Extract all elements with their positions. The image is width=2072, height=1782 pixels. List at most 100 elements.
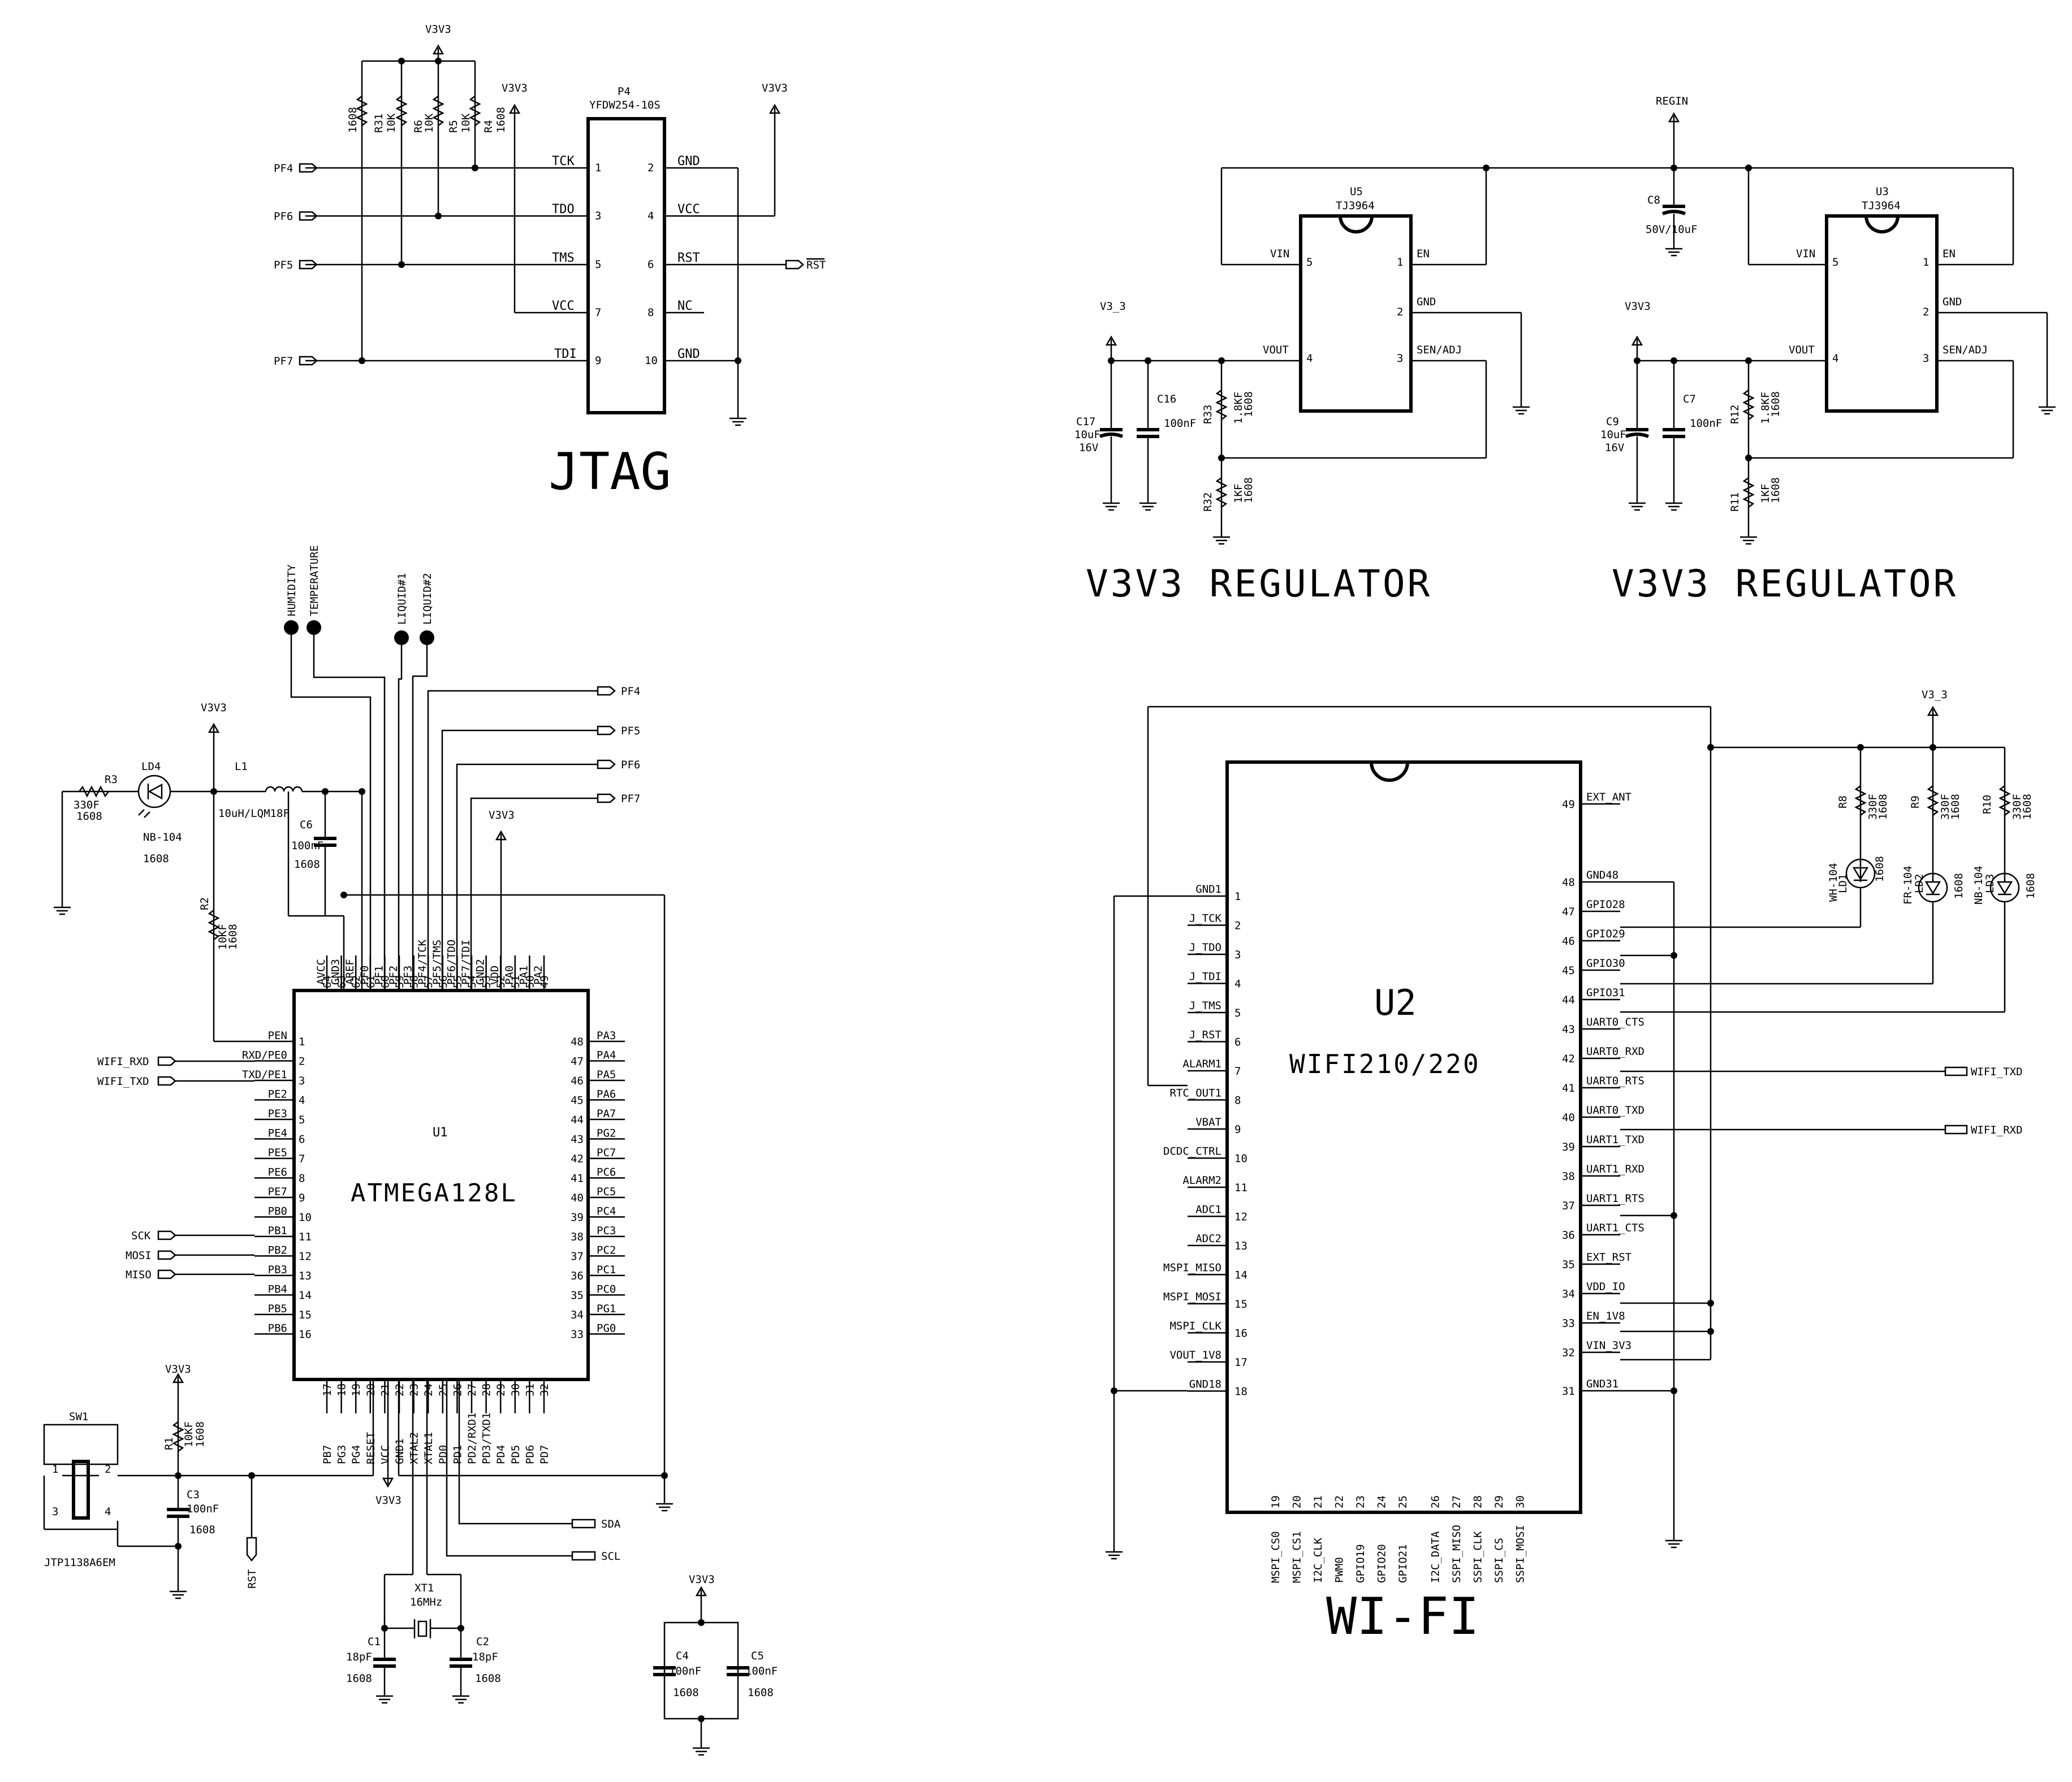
net-label: WIFI_RXD	[1971, 1124, 2023, 1136]
crystal-ref: XT1	[415, 1582, 434, 1594]
res-pkg: 1608	[1949, 794, 1962, 820]
net-label: WIFI_TXD	[1971, 1066, 2023, 1078]
reg-pin-num: 5	[1832, 256, 1838, 269]
jtag-pin-name: GND	[677, 154, 700, 168]
sw-pin: 3	[52, 1506, 58, 1518]
cap-val: 100nF	[669, 1665, 701, 1677]
pin-name: SSPI_MOSI	[1514, 1525, 1527, 1583]
reg-ref: U5	[1350, 185, 1363, 198]
pin-name: DCDC_CTRL	[1163, 1145, 1221, 1158]
wifi-ref: U2	[1374, 982, 1417, 1023]
jtag-pin-name: VCC	[552, 299, 575, 313]
power-arrow	[495, 830, 507, 841]
pin-number: 45	[571, 1095, 584, 1107]
net-label: PF7	[621, 793, 640, 805]
regulator-section: REGIN C8 50V/10uF U5 TJ3964 VIN 5 EN 1 G…	[1074, 95, 2056, 605]
mcu-body	[292, 989, 590, 1381]
rail-label: V3V3	[502, 82, 528, 94]
pin-name: PE7	[268, 1186, 287, 1198]
wifi-bottom-pins: 19MSPI_CS020MSPI_CS121I2C_CLK22PWM023GPI…	[1270, 1495, 1527, 1583]
pin-name: PB3	[268, 1264, 287, 1276]
wifi-module-body	[1225, 760, 1582, 1514]
pin-number: 46	[571, 1075, 584, 1087]
pin-name: GND1	[1195, 883, 1221, 896]
rail-label: V3V3	[489, 809, 515, 821]
cap-ref: C17	[1076, 416, 1095, 428]
pin-name: GND18	[1189, 1378, 1221, 1391]
jtag-pin-name: TDO	[552, 202, 575, 217]
res-ref: R12	[1729, 405, 1741, 424]
pin-number: 44	[1562, 994, 1575, 1006]
pin-number: 42	[571, 1153, 584, 1165]
pin-number: 33	[1562, 1317, 1575, 1330]
pin-name: SSPI_CS	[1493, 1538, 1505, 1583]
res-ref: R8	[1837, 795, 1849, 808]
pin-number: 36	[1562, 1229, 1575, 1242]
jtag-pin-name: GND	[677, 347, 700, 361]
pin-number: 31	[1562, 1385, 1575, 1398]
pin-name: MSPI_CLK	[1169, 1320, 1221, 1333]
inductor-val: 10uH/LQM18F	[218, 807, 290, 820]
pin-name: PA4	[597, 1049, 616, 1062]
pin-number: 41	[1562, 1082, 1575, 1095]
reg-part: TJ3964	[1862, 200, 1901, 212]
pin-name: PA7	[597, 1108, 616, 1120]
pin-name: PC0	[597, 1283, 616, 1296]
reg-pin-num: 4	[1832, 352, 1838, 365]
regulator-body	[1299, 214, 1413, 413]
pin-number: 27	[466, 1383, 478, 1396]
pin-number: 26	[1430, 1495, 1442, 1508]
pin-name: XTAL2	[408, 1432, 421, 1464]
pin-name: PG0	[597, 1322, 616, 1335]
led-ref: LD1	[1837, 874, 1849, 893]
led-part: NB-104	[1972, 866, 1985, 905]
pin-name: PD1	[451, 1445, 464, 1464]
pin-number: 24	[422, 1383, 435, 1396]
pin-name: PF1	[373, 966, 385, 985]
pin-name: PE2	[268, 1088, 287, 1101]
wifi-section: U2 WIFI210/220 1GND12J_TCK3J_TDO4J_TDI5J…	[1106, 689, 2037, 1646]
reg-part: TJ3964	[1336, 200, 1375, 212]
sw-part: JTP1138A6EM	[44, 1556, 115, 1569]
pin-number: 22	[1333, 1495, 1346, 1508]
res-val: 330F	[2011, 794, 2023, 820]
cap-ref: C16	[1157, 393, 1176, 405]
pin-name: J_RST	[1189, 1029, 1221, 1041]
jtag-pin-num: 2	[648, 162, 654, 174]
cap-ref: C3	[187, 1489, 200, 1501]
net-label: MISO	[126, 1269, 152, 1281]
crystal-icon	[385, 1619, 461, 1638]
pin-number: 58	[408, 975, 421, 988]
pin-name: VOUT_1V8	[1169, 1349, 1221, 1361]
rail-label: V3V3	[1625, 300, 1651, 313]
pin-name: PF7/TDI	[460, 940, 472, 985]
pin-number: 5	[299, 1114, 305, 1126]
reg-pin: EN	[1943, 248, 1956, 260]
jtag-pin-num: 10	[645, 354, 658, 367]
jtag-right-pins: 2 4 6 8 10 GND VCC RST NC GND	[645, 154, 786, 367]
net-label: WIFI_TXD	[97, 1075, 149, 1088]
pin-name: PC2	[597, 1244, 616, 1257]
cap-rating: 16V	[1079, 442, 1098, 454]
pin-name: AVCC	[315, 959, 327, 985]
led-pkg: 1608	[1874, 856, 1886, 882]
net-label: PF5	[621, 725, 640, 737]
pin-number: 27	[1451, 1495, 1463, 1508]
pin-number: 32	[1562, 1347, 1575, 1359]
pin-name: PB4	[268, 1283, 287, 1296]
sensor-label: LIQUID#2	[421, 573, 434, 625]
pin-name: ADC1	[1195, 1204, 1221, 1216]
led-part: WH-104	[1827, 863, 1840, 902]
pin-number: 16	[299, 1329, 312, 1341]
pin-name: PB6	[268, 1322, 287, 1335]
pin-number: 6	[299, 1134, 305, 1146]
pin-name: PB1	[268, 1225, 287, 1237]
pin-number: 6	[1234, 1036, 1241, 1049]
pin-number: 38	[571, 1231, 584, 1243]
pin-name: PC6	[597, 1166, 616, 1179]
pin-number: 14	[1234, 1269, 1247, 1282]
pin-name: PF5/TMS	[431, 940, 443, 985]
cap-pkg: 1608	[673, 1686, 699, 1699]
pin-number: 19	[350, 1383, 362, 1396]
res-val: 10K	[423, 113, 435, 133]
